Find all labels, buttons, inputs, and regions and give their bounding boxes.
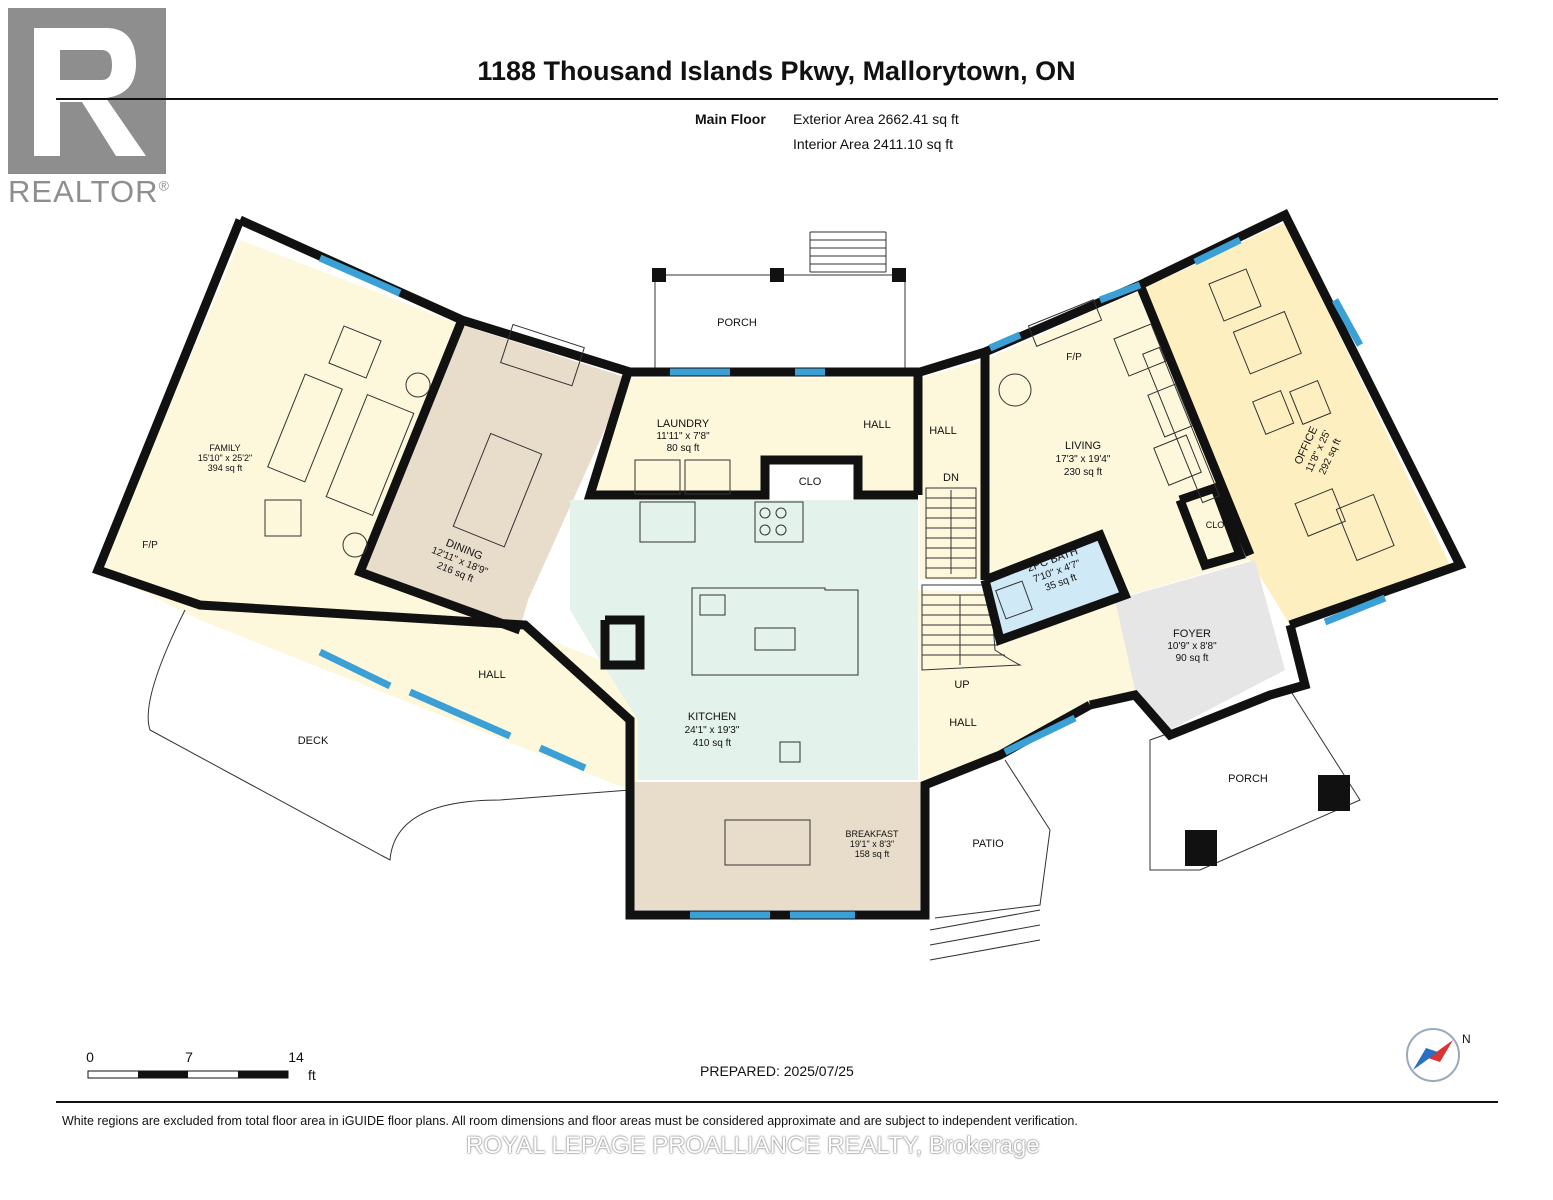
compass-icon: [1406, 1028, 1460, 1082]
scale-tick-14: 14: [288, 1049, 304, 1065]
exterior-area: Exterior Area 2662.41 sq ft: [793, 111, 959, 127]
porch-top-outline: [654, 231, 906, 376]
realtor-logo-text: REALTOR: [8, 174, 159, 209]
living-dims: 17'3" x 19'4": [1056, 454, 1111, 465]
breakfast-area: 158 sq ft: [855, 849, 890, 859]
hall-stair-label: HALL: [929, 425, 957, 437]
living-name: LIVING: [1065, 440, 1101, 452]
breakfast-room: [630, 782, 925, 910]
foyer-area: 90 sq ft: [1176, 653, 1209, 664]
hall-top: [765, 378, 920, 495]
hall-right: [918, 590, 1140, 790]
living-label: LIVING 17'3" x 19'4" 230 sq ft: [1056, 440, 1111, 478]
prepared-date: PREPARED: 2025/07/25: [700, 1063, 854, 1079]
foyer-name: FOYER: [1173, 628, 1211, 640]
kitchen-area: 410 sq ft: [693, 738, 732, 749]
furniture: [264, 268, 1395, 866]
kitchen-dims: 24'1" x 19'3": [685, 725, 740, 736]
clo-office-label: CLO: [1206, 520, 1225, 530]
porch-right-label: PORCH: [1228, 773, 1268, 785]
hall-left-label: HALL: [478, 669, 506, 681]
living-area: 230 sq ft: [1064, 467, 1103, 478]
title-rule: [56, 98, 1498, 100]
page-title: 1188 Thousand Islands Pkwy, Mallorytown,…: [477, 56, 1076, 86]
family-label: FAMILY 15'10" x 25'2" 394 sq ft: [198, 443, 252, 473]
scale-bar: [87, 1070, 289, 1079]
bath-room: [988, 540, 1120, 640]
disclaimer: White regions are excluded from total fl…: [62, 1114, 1078, 1128]
stairs-down: [925, 487, 977, 579]
fp-family-label: F/P: [142, 540, 158, 551]
dining-room: [360, 325, 628, 628]
dn-label: DN: [943, 472, 959, 484]
hall-top-label: HALL: [863, 419, 891, 431]
scale-tick-7: 7: [185, 1049, 193, 1065]
porch-top-posts: [652, 268, 906, 282]
kitchen-name: KITCHEN: [688, 711, 736, 723]
breakfast-name: BREAKFAST: [845, 829, 899, 839]
walls: [92, 209, 1467, 920]
patio-outline: [929, 759, 1051, 961]
office-room: [1140, 222, 1450, 625]
kitchen-label: KITCHEN 24'1" x 19'3" 410 sq ft: [685, 711, 740, 749]
clo-center-label: CLO: [799, 476, 822, 488]
windows: [318, 236, 1387, 919]
breakfast-label: BREAKFAST 19'1" x 8'3" 158 sq ft: [845, 829, 899, 859]
deck-outline: [147, 609, 631, 861]
porch-top-label: PORCH: [717, 317, 757, 329]
registered-mark: ®: [158, 177, 170, 194]
foyer-dims: 10'9" x 8'8": [1167, 641, 1217, 652]
deck-label: DECK: [298, 735, 329, 747]
porch-right-posts: [1185, 775, 1350, 866]
stairs-up: [921, 584, 1022, 671]
foyer-label: FOYER 10'9" x 8'8" 90 sq ft: [1167, 628, 1217, 664]
scale-tick-0: 0: [86, 1049, 94, 1065]
scale-unit: ft: [308, 1067, 316, 1083]
realtor-logo: REALTOR®: [6, 6, 186, 211]
floor-name: Main Floor: [695, 111, 766, 127]
laundry-name: LAUNDRY: [657, 418, 710, 430]
stair-hall: [920, 360, 985, 580]
up-label: UP: [954, 679, 969, 691]
office-label: OFFICE 11'8" x 25' 292 sq ft: [1292, 425, 1343, 477]
brokerage-watermark: ROYAL LEPAGE PROALLIANCE REALTY, Brokera…: [466, 1132, 1040, 1159]
compass-north-label: N: [1462, 1032, 1471, 1046]
family-area: 394 sq ft: [208, 463, 243, 473]
interior-area: Interior Area 2411.10 sq ft: [793, 136, 954, 152]
laundry-dims: 11'11" x 7'8": [656, 431, 710, 442]
hall-right-label: HALL: [949, 717, 977, 729]
patio-label: PATIO: [972, 838, 1004, 850]
family-name: FAMILY: [209, 443, 240, 453]
kitchen-room: [570, 500, 918, 780]
laundry-room: [590, 378, 765, 495]
footer-rule: [56, 1101, 1498, 1103]
fp-living-label: F/P: [1066, 352, 1082, 363]
foyer-room: [1115, 560, 1285, 730]
realtor-logo-mark: [8, 8, 166, 174]
family-dims: 15'10" x 25'2": [198, 453, 252, 463]
hall-left: [200, 620, 638, 790]
breakfast-dims: 19'1" x 8'3": [850, 839, 894, 849]
laundry-label: LAUNDRY 11'11" x 7'8" 80 sq ft: [656, 418, 710, 454]
laundry-area: 80 sq ft: [667, 443, 700, 454]
